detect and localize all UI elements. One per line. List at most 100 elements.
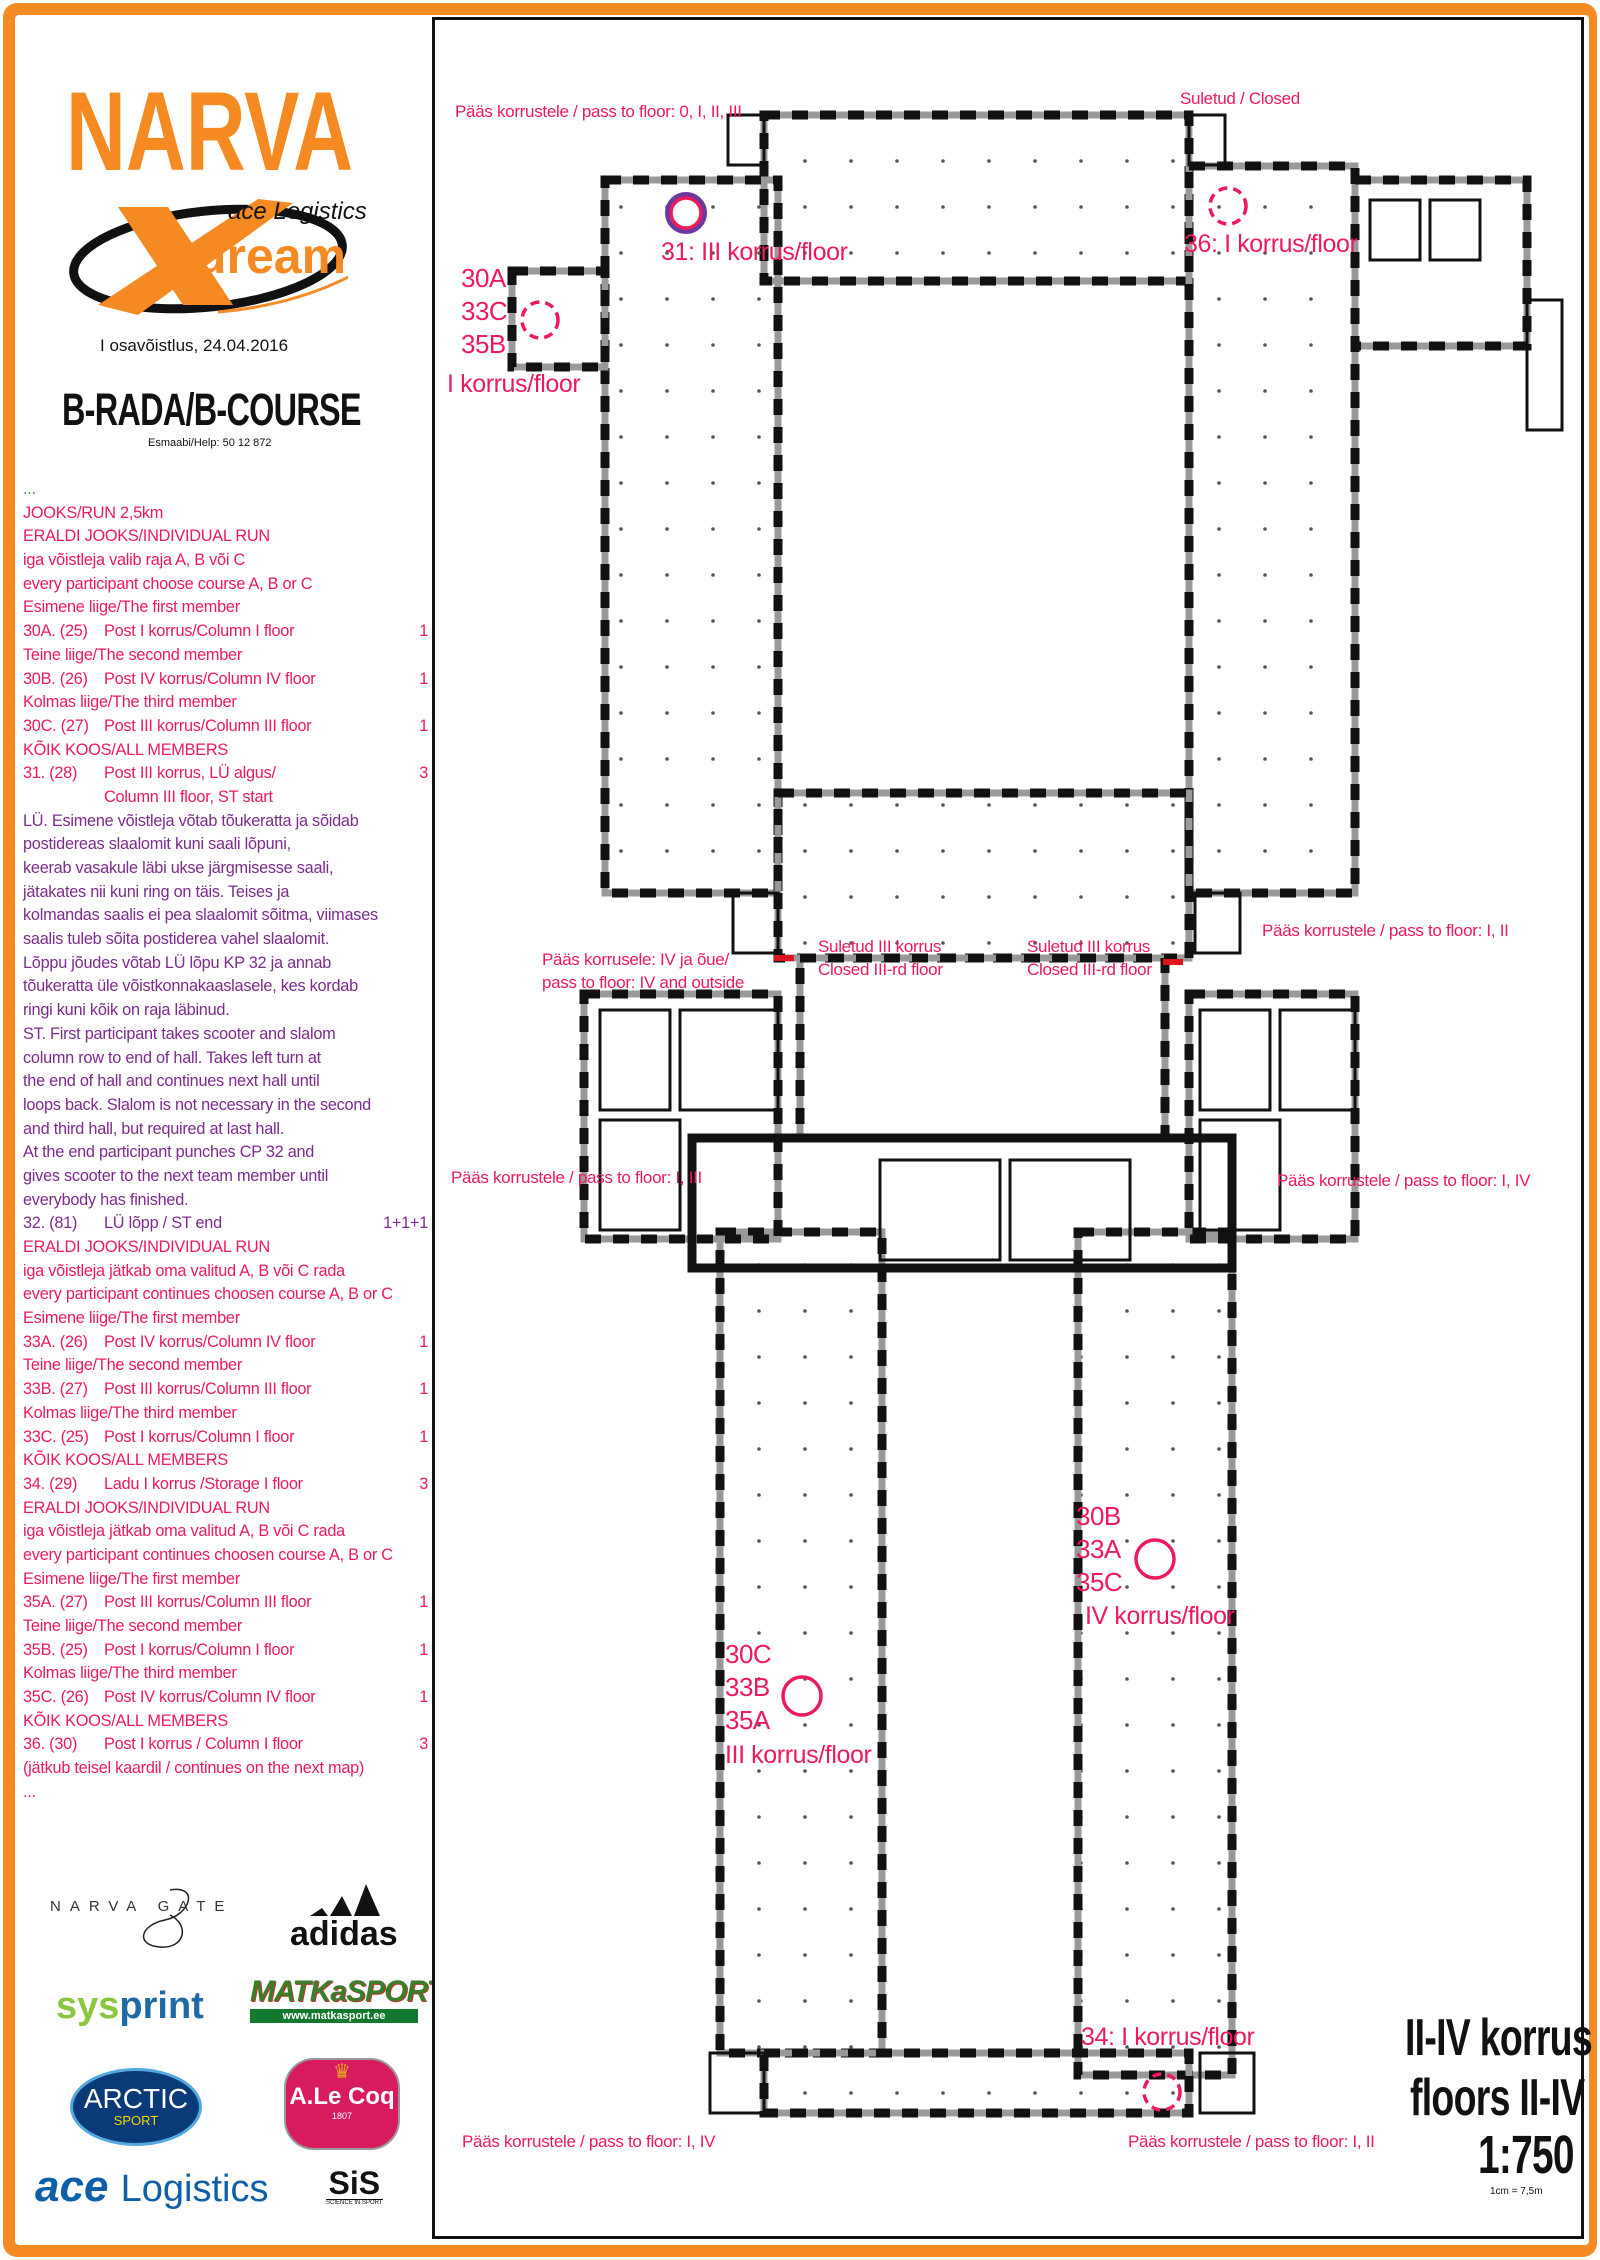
label-pass-right-mid: Pääs korrustele / pass to floor: I, II xyxy=(1262,921,1509,940)
alecoq-year: 1807 xyxy=(331,2111,353,2121)
course-text-line: kolmandas saalis ei pea slaalomit sõitma… xyxy=(23,906,378,925)
control-point-row: 31. (28) Post III korrus, LÜ algus/3 xyxy=(23,762,428,786)
room xyxy=(1198,1118,1282,1232)
wall-windows xyxy=(795,953,1170,1143)
arctic-text: ARCTIC xyxy=(83,2083,189,2114)
wall-windows xyxy=(687,1133,1237,1273)
control-circle-31-inner xyxy=(669,196,703,230)
control-points: 3 xyxy=(419,764,428,783)
label-30c: 30C xyxy=(725,1639,772,1669)
course-text-line: Esimene liige/The first member xyxy=(23,1309,240,1328)
course-text-line: gives scooter to the next team member un… xyxy=(23,1166,329,1185)
room xyxy=(598,1118,682,1232)
hall-columns xyxy=(778,793,1189,958)
control-code: 35A. (27) xyxy=(23,1593,88,1612)
hall-right-wing xyxy=(1185,162,1359,897)
label-cp-left-group: 30A 33C 35B xyxy=(461,262,508,361)
sponsor-arctic-sport: ARCTIC SPORT xyxy=(70,2068,202,2146)
course-text-line: Teine liige/The second member xyxy=(23,645,242,664)
sponsor-sis: SiS SCIENCE IN SPORT xyxy=(326,2167,383,2206)
course-text-line: loops back. Slalom is not necessary in t… xyxy=(23,1095,371,1114)
closed-markers xyxy=(774,955,1183,965)
label-pass-left-low: Pääs korrustele / pass to floor: I, III xyxy=(451,1168,702,1187)
label-35b: 35B xyxy=(461,329,506,359)
control-circle-31 xyxy=(665,192,707,234)
room xyxy=(1198,1008,1272,1112)
course-text-line: (jätkub teisel kaardil / continues on th… xyxy=(23,1759,365,1778)
legend-floor-title: II-IV korrus xyxy=(1405,2009,1593,2067)
course-text-line: iga võistleja jätkab oma valitud A, B võ… xyxy=(23,1522,345,1541)
course-text-line: the end of hall and continues next hall … xyxy=(23,1072,320,1091)
control-description: Post III korrus, LÜ algus/ xyxy=(104,764,276,783)
course-text-line: Kolmas liige/The third member xyxy=(23,693,237,712)
hall-columns xyxy=(605,180,778,893)
adidas-text: adidas xyxy=(290,1915,398,1953)
control-circle-30c-33b-35a xyxy=(781,1675,823,1717)
label-pass-right-low: Pääs korrustele / pass to floor: I, IV xyxy=(1277,1171,1531,1190)
label-35c: 35C xyxy=(1076,1567,1123,1597)
label-pass-iv-1: Pääs korrusele: IV ja õue/ xyxy=(542,950,729,969)
control-code: 33A. (26) xyxy=(23,1332,88,1351)
label-closed-iii-b: Suletud III korrus Closed III-rd floor xyxy=(1027,935,1152,981)
label-33b: 33B xyxy=(725,1672,770,1702)
control-points: 1 xyxy=(419,669,428,688)
label-closed-iii-a-1: Suletud III korrus xyxy=(818,937,942,956)
hall-columns xyxy=(764,115,1189,281)
control-code: 36. (30) xyxy=(23,1735,78,1754)
course-text-line: LÜ. Esimene võistleja võtab tõukeratta j… xyxy=(23,811,359,830)
course-text-line: At the end participant punches CP 32 and xyxy=(23,1143,315,1162)
course-text-line: JOOKS/RUN 2,5km xyxy=(23,503,164,522)
help-phone: Esmaabi/Help: 50 12 872 xyxy=(148,437,272,449)
label-cp-left-floor: I korrus/floor xyxy=(447,370,581,398)
sponsor-matkasport: MATKaSPORT www.matkasport.ee xyxy=(250,1975,445,2023)
label-35a: 35A xyxy=(725,1705,770,1735)
hall-columns xyxy=(1078,1232,1232,2075)
label-cp-lower-left-floor: III korrus/floor xyxy=(725,1741,872,1769)
control-description: Post IV korrus/Column IV floor xyxy=(104,1688,316,1707)
room xyxy=(1198,2051,1256,2115)
course-text-line: every participant continues choosen cour… xyxy=(23,1285,393,1304)
matkasport-url: www.matkasport.ee xyxy=(250,2009,418,2023)
control-description: Post I korrus/Column I floor xyxy=(104,622,295,641)
course-text-line: Teine liige/The second member xyxy=(23,1617,242,1635)
control-points: 3 xyxy=(419,1735,428,1754)
hall-columns xyxy=(764,2053,1189,2113)
map-scale-note: 1cm = 7,5m xyxy=(1490,2186,1543,2197)
control-point-row: 33B. (27)Post III korrus/Column III floo… xyxy=(23,1378,428,1402)
legend-floor-title-en: floors II-IV xyxy=(1410,2069,1585,2127)
label-33c: 33C xyxy=(461,296,508,326)
xdream-swoosh-icon xyxy=(69,199,359,315)
control-description: Ladu I korrus /Storage I floor xyxy=(104,1474,303,1493)
course-text-line: ... xyxy=(23,480,36,498)
control-code: 30A. (25) xyxy=(23,622,88,641)
room xyxy=(1278,1008,1357,1112)
control-points: 1 xyxy=(419,1332,428,1351)
wall-windows xyxy=(773,788,1194,963)
control-points: 1 xyxy=(419,1593,428,1612)
control-description: Post I korrus/Column I floor xyxy=(104,1427,295,1446)
course-text-line: jätakates nii kuni ring on täis. Teises … xyxy=(23,882,290,901)
room xyxy=(878,1158,1002,1262)
label-cp-right-group: 30B 33A 35C xyxy=(1076,1500,1123,1599)
room xyxy=(1187,113,1227,167)
control-circle-34 xyxy=(1142,2072,1182,2112)
course-text-line: Kolmas liige/The third member xyxy=(23,1403,237,1422)
control-circle-30a-33c-35b xyxy=(520,300,560,340)
course-text-line: and third hall, but required at last hal… xyxy=(23,1119,285,1138)
course-text-line: ... xyxy=(23,1782,36,1801)
control-code: 35C. (26) xyxy=(23,1688,89,1707)
course-text-line: keerab vasakule läbi ukse järgmisesse sa… xyxy=(23,859,334,877)
control-code: 31. (28) xyxy=(23,764,78,783)
label-closed-iii-a: Suletud III korrus Closed III-rd floor xyxy=(818,935,943,981)
annex-outline xyxy=(1525,298,1564,432)
control-points: 1 xyxy=(419,1640,428,1659)
control-description: Post III korrus/Column III floor xyxy=(104,1380,312,1399)
control-points: 1 xyxy=(419,1380,428,1399)
course-title: B-RADA/B-COURSE xyxy=(62,384,362,435)
control-code: 32. (81) xyxy=(23,1214,78,1233)
hall-columns xyxy=(1189,166,1355,893)
